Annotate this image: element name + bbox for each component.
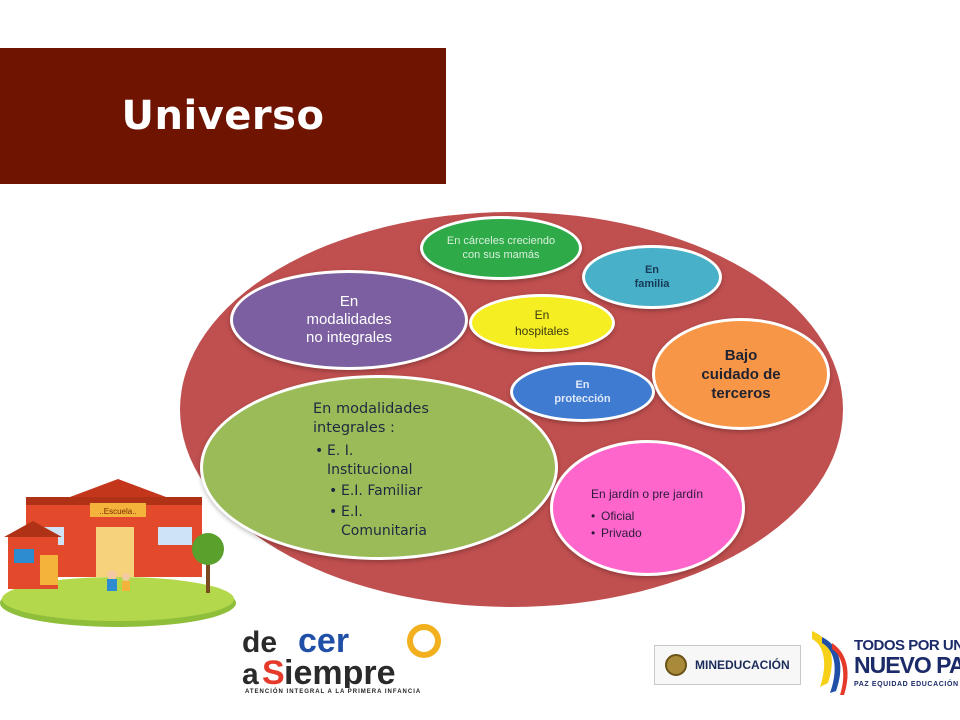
bubble-hospitales: En hospitales <box>469 294 615 352</box>
bubble-familia-line2: familia <box>634 278 670 290</box>
bubble-bajo-cuidado: Bajo cuidado de terceros <box>652 318 830 430</box>
logo-nuevo-pais: TODOS POR UN NUEVO PAÍS PAZ EQUIDAD EDUC… <box>806 625 960 700</box>
nuevo-pais-line2: NUEVO PAÍS <box>854 652 960 678</box>
bubble-familia: En familia <box>582 245 722 309</box>
list-item: E.I. Familiar <box>327 482 451 501</box>
svg-text:cer: cer <box>298 622 349 660</box>
bubble-jardin-list: Oficial Privado <box>591 508 642 542</box>
bubble-jardin-lead: En jardín o pre jardín <box>591 487 704 501</box>
seal-icon <box>665 654 687 676</box>
svg-text:de: de <box>242 626 277 659</box>
bubble-jardin: En jardín o pre jardín Oficial Privado <box>550 440 745 576</box>
svg-text:iempre: iempre <box>284 654 396 688</box>
mineducacion-label: MINEDUCACIÓN <box>695 658 790 672</box>
list-item: Privado <box>591 525 642 542</box>
bubble-integrales-lead: En modalidades integrales : <box>313 401 429 436</box>
bubble-integrales-list: E. I. Institucional E.I. Familiar E.I. C… <box>313 442 451 543</box>
page-title: Universo <box>121 93 325 139</box>
logo-mineducacion: MINEDUCACIÓN <box>654 645 801 685</box>
list-item: Oficial <box>591 508 642 525</box>
list-item: E.I. Comunitaria <box>327 503 451 541</box>
svg-text:a: a <box>242 658 259 688</box>
bubble-proteccion: En protección <box>510 362 655 422</box>
cero-siempre-mark: de cer a S iempre <box>242 622 441 692</box>
school-sign: ..Escuela.. <box>99 507 136 516</box>
logo-cero-a-siempre: de cer a S iempre ATENCIÓN INTEGRAL A LA… <box>240 622 470 700</box>
bubble-familia-line1: En <box>644 264 660 276</box>
nuevo-pais-line1: TODOS POR UN <box>854 637 960 654</box>
bubble-no-integrales-line3: no integrales <box>306 329 392 346</box>
bubble-hospitales-line1: En <box>534 308 550 322</box>
bubble-carceles-label: En cárceles creciendo con sus mamás <box>446 235 556 261</box>
bubble-no-integrales-line2: modalidades <box>306 311 392 328</box>
flag-wave-icon <box>812 631 848 695</box>
nuevo-pais-line3: PAZ EQUIDAD EDUCACIÓN <box>854 681 959 688</box>
bubble-bajo-cuidado-line2: cuidado de <box>701 365 781 383</box>
svg-text:S: S <box>262 654 285 688</box>
cero-siempre-caption: ATENCIÓN INTEGRAL A LA PRIMERA INFANCIA <box>245 689 422 695</box>
bubble-bajo-cuidado-line1: Bajo <box>724 346 758 364</box>
school-illustration: ..Escuela.. <box>0 479 236 627</box>
bubble-bajo-cuidado-line3: terceros <box>711 384 771 402</box>
bubble-proteccion-line2: protección <box>554 393 611 405</box>
title-banner: Universo <box>0 48 446 184</box>
bubble-carceles: En cárceles creciendo con sus mamás <box>420 216 582 280</box>
bubble-integrales: En modalidades integrales : E. I. Instit… <box>200 375 558 560</box>
bubble-no-integrales: En modalidades no integrales <box>230 270 468 370</box>
bubble-no-integrales-line1: En <box>339 293 359 310</box>
list-item: E. I. Institucional <box>313 442 427 480</box>
bubble-proteccion-line1: En <box>575 379 590 391</box>
bubble-hospitales-line2: hospitales <box>514 324 570 338</box>
